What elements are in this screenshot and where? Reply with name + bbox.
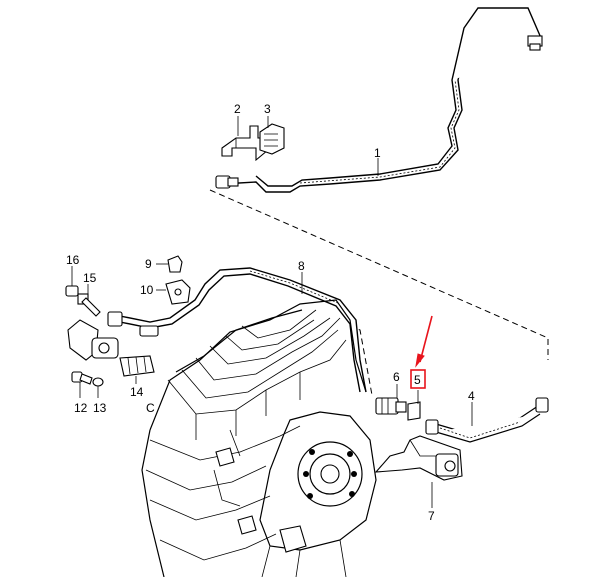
part-10-bracket [165,279,191,305]
callout-9: 9 [145,257,152,271]
callout-13: 13 [93,401,107,415]
part-3-clip [259,123,285,155]
svg-text:C: C [146,401,155,415]
assembly-dashed-lines [209,189,549,396]
callout-4: 4 [468,389,475,403]
callout-6: 6 [393,370,400,384]
callout-15: 15 [83,271,97,285]
red-arrow-icon [415,315,433,368]
part-7-switch [374,435,463,481]
callout-5-highlight [410,369,426,389]
callout-5: 5 [414,373,421,387]
part-9-clip [167,255,183,273]
callout-16: 16 [66,253,80,267]
part-6-fitting [375,397,407,415]
callout-12: 12 [74,401,88,415]
callout-3: 3 [264,102,271,116]
part-16-nut [65,285,79,297]
callout-10: 10 [140,283,154,297]
part-15-bolt [77,293,101,317]
transmission-housing: C [141,299,377,577]
part-5-washer [407,401,421,421]
leader-lines [71,116,473,508]
part-14-assembly [67,319,159,377]
callout-labels: 1 2 3 4 5 6 7 8 9 10 12 13 14 15 16 [66,102,475,523]
callout-2: 2 [234,102,241,116]
callout-8: 8 [298,259,305,273]
callout-1: 1 [374,146,381,160]
callout-14: 14 [130,385,144,399]
part-4-hose [425,397,549,443]
part-1-brake-line [215,7,543,193]
part-12-bolt [71,371,93,385]
part-13-washer [92,377,104,387]
callout-7: 7 [428,509,435,523]
